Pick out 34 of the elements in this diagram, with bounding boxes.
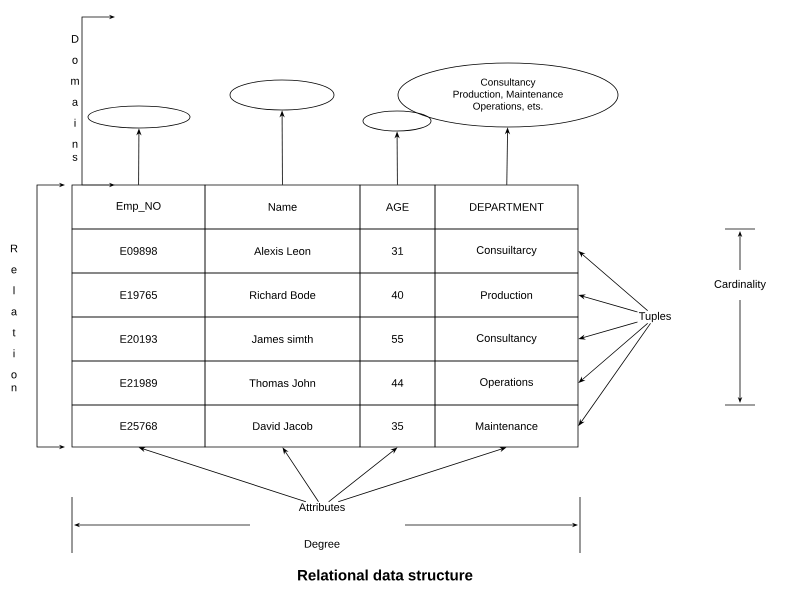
table-cell: E21989 (72, 360, 206, 406)
table-cell: E19765 (72, 272, 206, 318)
annotation-text: Attributes (298, 502, 345, 512)
table-cell: E20193 (72, 316, 206, 362)
vertical-label: Relation (10, 244, 18, 392)
ellipse (230, 80, 334, 110)
table-cell: 44 (360, 360, 436, 406)
table-cell: 31 (360, 228, 436, 274)
table-cell: E09898 (72, 228, 206, 274)
table-cell: Alexis Leon (204, 228, 360, 274)
table-cell: Richard Bode (204, 272, 360, 318)
table-cell: Production (434, 272, 578, 318)
table-cell: James simth (204, 316, 360, 362)
dimension-label: Cardinality (713, 278, 767, 292)
vertical-label: Domains (71, 35, 79, 161)
dimension-label: Degree (302, 539, 342, 551)
header-cell: Name (204, 184, 360, 230)
header-cell: DEPARTMENT (434, 184, 578, 230)
table-cell: E25768 (72, 404, 206, 448)
table-cell: Operations (434, 360, 578, 406)
ellipse (362, 110, 432, 132)
ellipse (88, 106, 190, 128)
table-cell: 55 (360, 316, 436, 362)
annotation-text: Tuples (638, 312, 671, 322)
table-cell: Maintenance (434, 404, 578, 448)
header-cell: AGE (360, 184, 436, 230)
table-cell: 40 (360, 272, 436, 318)
table-cell: Consultancy (434, 316, 578, 362)
table-cell: Thomas John (204, 360, 360, 406)
table-cell: Consuiltarcy (434, 228, 578, 274)
table-cell: David Jacob (204, 404, 360, 448)
header-cell: Emp_NO (72, 184, 206, 230)
table-cell: 35 (360, 404, 436, 448)
caption: Relational data structure (298, 569, 472, 580)
